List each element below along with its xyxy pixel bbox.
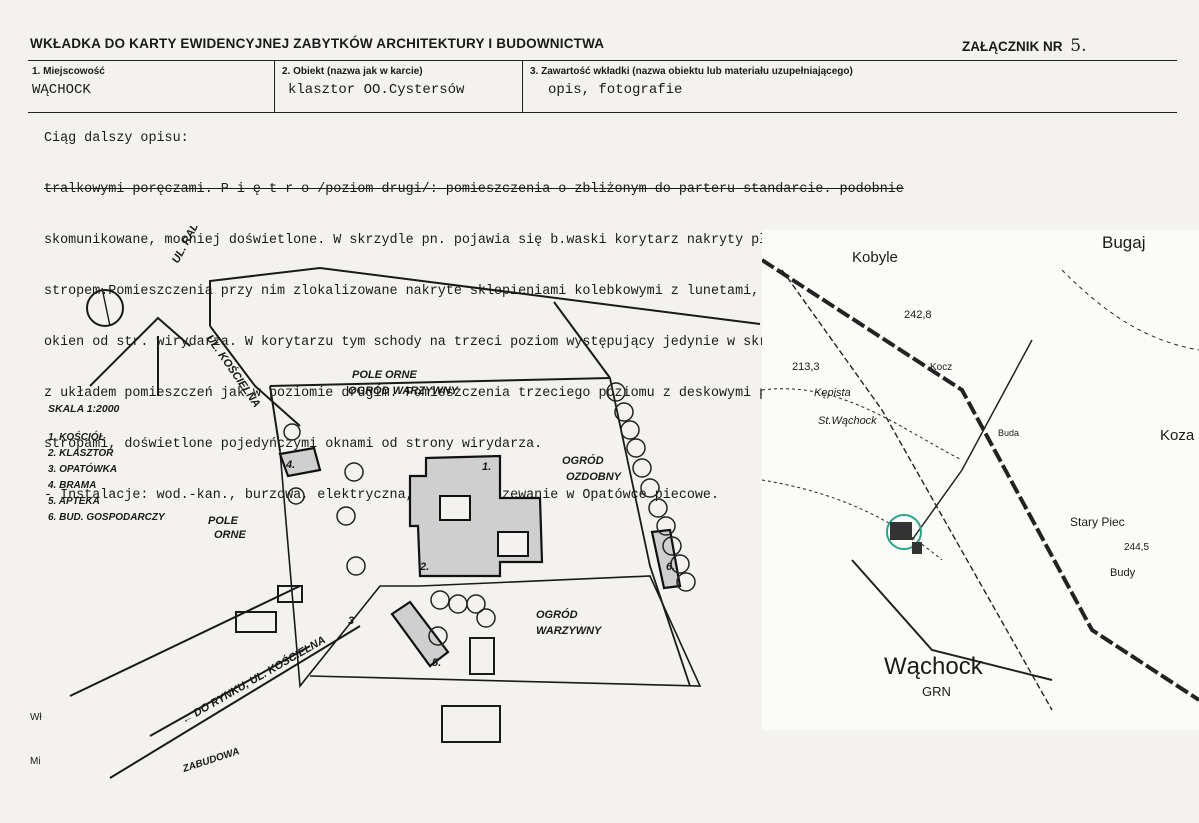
plan-number-monastery: 2. (419, 561, 429, 573)
map-label-kobyle: Kobyle (852, 249, 898, 266)
legend-item-farm-building: 6. BUD. GOSPODARCZY (48, 512, 166, 523)
object-label: 2. Obiekt (nazwa jak w karcie) (282, 66, 423, 77)
garden-north-label: OGRÓD WARZYWNY (348, 384, 460, 397)
legend-item-monastery: 2. KLASZTOR (47, 448, 114, 459)
site-marker-icon (886, 514, 922, 550)
pharmacy-building (390, 600, 450, 668)
garden-ornamental-label-1: OGRÓD (562, 454, 604, 467)
plan-number-church: 1. (482, 461, 491, 473)
field-west-label-2: ORNE (214, 529, 246, 541)
map-label-stary-piec: Stary Piec (1070, 515, 1125, 529)
legend-item-church: 1. KOŚCIÓŁ (48, 430, 105, 443)
street-radomska-label: UL. RADOMSKA (170, 226, 221, 265)
plan-number-gate: 4. (285, 459, 295, 471)
farm-building (650, 528, 682, 590)
legend-item-abbots-house: 3. OPATÓWKA (48, 462, 117, 475)
map-height-1: 242,8 (904, 309, 932, 321)
site-plan: UL. RADOMSKA UL. KOŚCIELNA ← DO RYNKU, U… (47, 226, 761, 779)
garden-south-label-1: OGRÓD (536, 608, 578, 621)
garden-south-label-2: WARZYWNY (536, 625, 603, 637)
map-label-koza: Koza (1160, 427, 1195, 444)
header-rule (28, 60, 1177, 61)
topographic-map: Bugaj Kobyle 242,8 213,3 Kępista St.Wąch… (762, 230, 1199, 730)
map-label-budy: Budy (1110, 567, 1136, 579)
map-height-2: 213,3 (792, 361, 820, 373)
attachment-label: ZAŁĄCZNIK NR (962, 39, 1063, 54)
description-line: Ciąg dalszy opisu: (44, 131, 189, 146)
place-value: WĄCHOCK (32, 82, 91, 98)
description-line: tralkowymi poręczami. P i ę t r o /pozio… (44, 182, 904, 197)
object-value: klasztor OO.Cystersów (288, 82, 465, 98)
legend-item-pharmacy: 5. APTEKA (48, 496, 100, 507)
plan-number-pharmacy: 5. (432, 657, 441, 669)
attachment-number: ZAŁĄCZNIK NR 5. (962, 36, 1087, 56)
street-koscielna-label: UL. KOŚCIELNA (204, 332, 264, 410)
edge-label-2: Mi (30, 756, 41, 767)
edge-label-1: Wł (30, 712, 42, 723)
card-title: WKŁADKA DO KARTY EWIDENCYJNEJ ZABYTKÓW A… (30, 36, 605, 51)
plan-number-abbots-house: 3 (348, 615, 354, 627)
legend-item-gate: 4. BRAMA (47, 480, 96, 491)
content-value: opis, fotografie (548, 82, 683, 98)
map-label-buda: Buda (998, 428, 1019, 438)
description-text: Ciąg dalszy opisu: tralkowymi poręczami.… (44, 96, 1164, 521)
map-height-3: 244,5 (1124, 542, 1149, 553)
place-label: 1. Miejscowość (32, 66, 105, 77)
field-west-label-1: POLE (208, 515, 239, 527)
map-label-koc: Kocz (930, 362, 952, 373)
map-label-bugaj: Bugaj (1102, 233, 1145, 252)
gate-building (278, 446, 322, 478)
map-label-kepista: Kępista (814, 387, 851, 399)
description-line: okien od str. wirydarza. W korytarzu tym… (44, 335, 848, 350)
map-label-st-wachock: St.Wąchock (818, 415, 877, 427)
map-label-grn: GRN (922, 684, 951, 699)
buildings-label: ZABUDOWA (181, 746, 241, 775)
garden-ornamental-label-2: OZDOBNY (566, 471, 623, 483)
description-line: skomunikowane, mocniej doświetlone. W sk… (44, 233, 808, 248)
fields-bottom-rule (28, 112, 1177, 113)
north-arrow-icon (86, 289, 124, 327)
attachment-number-value: 5. (1070, 36, 1087, 56)
description-line: stropami, doświetlone pojedyńczymi oknam… (44, 437, 543, 452)
plan-number-farm-building: 6. (666, 561, 675, 573)
monastery-building (408, 454, 544, 578)
field-north-label: POLE ORNE (352, 369, 417, 381)
scale-label: SKALA 1:2000 (48, 403, 120, 415)
field-divider-1 (274, 60, 275, 112)
content-label: 3. Zawartość wkładki (nazwa obiektu lub … (530, 66, 853, 77)
map-label-wachock: Wąchock (884, 653, 984, 680)
field-divider-2 (522, 60, 523, 112)
